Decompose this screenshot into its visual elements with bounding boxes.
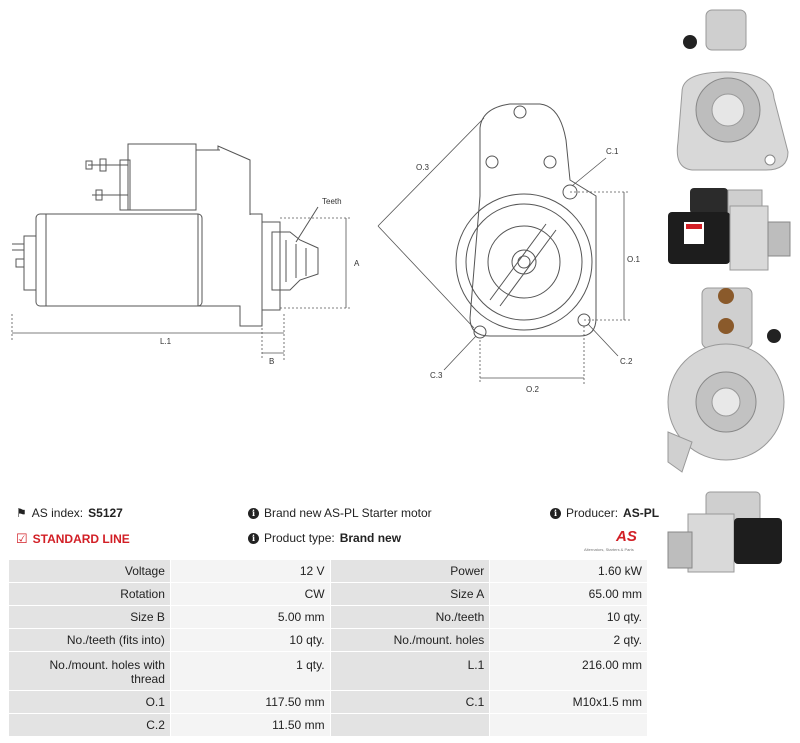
- photo-rear-view: [667, 287, 785, 473]
- producer-value: AS-PL: [623, 506, 660, 520]
- spec-value: [489, 713, 648, 737]
- spec-label: Voltage: [8, 559, 171, 583]
- photo-side-view: [668, 188, 791, 271]
- as-index-label: AS index:: [31, 506, 84, 520]
- table-row: No./mount. holes with thread 1 qty. L.1 …: [8, 651, 648, 691]
- product-type-label: Product type:: [264, 531, 335, 545]
- spec-label: O.1: [8, 690, 171, 714]
- producer-label: Producer:: [566, 506, 619, 520]
- spec-value: 12 V: [169, 559, 331, 583]
- info-icon: i: [550, 507, 561, 519]
- spec-value: 10 qty.: [169, 628, 331, 652]
- logo-tagline: Alternators, Starters & Parts: [584, 547, 634, 552]
- starter-diagram-svg: Teeth A B L.1 O.1 O.2 O.3 C.1 C.2 C.3: [11, 103, 640, 394]
- table-row: C.2 11.50 mm: [8, 713, 648, 737]
- solenoid-outline: [127, 143, 197, 211]
- spec-value: 11.50 mm: [169, 713, 331, 737]
- logo-text: AS: [615, 528, 637, 545]
- spec-value: 1.60 kW: [489, 559, 648, 583]
- label-a: A: [354, 259, 360, 268]
- info-icon: i: [248, 532, 259, 544]
- motor-body-outline: [35, 213, 203, 307]
- spec-label: No./mount. holes with thread: [8, 651, 171, 691]
- table-row: Rotation CW Size A 65.00 mm: [8, 582, 648, 606]
- spec-value: 117.50 mm: [169, 690, 331, 714]
- checkbox-icon: ☑: [16, 531, 28, 546]
- table-row: O.1 117.50 mm C.1 M10x1.5 mm: [8, 690, 648, 714]
- product-info: ⚑ AS index: S5127 ☑ STANDARD LINE i Bran…: [0, 500, 660, 560]
- spec-label-text: No./mount. holes with thread: [49, 658, 165, 686]
- label-l1: L.1: [160, 337, 172, 346]
- spec-label: No./teeth: [329, 605, 491, 629]
- product-type-value: Brand new: [339, 531, 402, 545]
- spec-label: Size A: [329, 582, 491, 606]
- photo-front-flange: [676, 9, 789, 171]
- product-type: i Product type: Brand new: [248, 531, 401, 545]
- pinion-outline: [271, 231, 319, 291]
- standard-line-label: STANDARD LINE: [32, 532, 130, 546]
- spec-label: [329, 713, 491, 737]
- producer: i Producer: AS-PL: [550, 506, 659, 520]
- spec-label: Size B: [8, 605, 171, 629]
- flange-outline: [469, 103, 597, 337]
- table-row: Size B 5.00 mm No./teeth 10 qty.: [8, 605, 648, 629]
- label-c3: C.3: [430, 371, 443, 380]
- spec-label: L.1: [329, 651, 491, 691]
- label-teeth: Teeth: [322, 197, 342, 206]
- label-o1: O.1: [627, 255, 640, 264]
- specs-table: Voltage 12 V Power 1.60 kW Rotation CW S…: [8, 559, 648, 737]
- spec-label: Power: [329, 559, 491, 583]
- info-icon: i: [248, 507, 259, 519]
- description-text: Brand new AS-PL Starter motor: [264, 506, 432, 520]
- spec-value: 5.00 mm: [169, 605, 331, 629]
- spec-label: Rotation: [8, 582, 171, 606]
- spec-value: 10 qty.: [489, 605, 648, 629]
- label-o3: O.3: [416, 163, 429, 172]
- label-c1: C.1: [606, 147, 619, 156]
- spec-value: 1 qty.: [169, 651, 331, 691]
- table-row: No./teeth (fits into) 10 qty. No./mount.…: [8, 628, 648, 652]
- label-b: B: [269, 357, 274, 366]
- standard-line: ☑ STANDARD LINE: [16, 531, 130, 547]
- as-index: ⚑ AS index: S5127: [16, 506, 123, 520]
- label-o2: O.2: [526, 385, 539, 394]
- as-index-value: S5127: [88, 506, 123, 520]
- tag-icon: ⚑: [16, 506, 27, 520]
- spec-value: 65.00 mm: [489, 582, 648, 606]
- spec-label: C.1: [329, 690, 491, 714]
- spec-value: CW: [169, 582, 331, 606]
- spec-value: 2 qty.: [489, 628, 648, 652]
- spec-value: M10x1.5 mm: [489, 690, 648, 714]
- spec-label: No./teeth (fits into): [8, 628, 171, 652]
- spec-value: 216.00 mm: [489, 651, 648, 691]
- spec-label: C.2: [8, 713, 171, 737]
- product-photos: [662, 0, 800, 590]
- as-pl-logo: AS Alternators, Starters & Parts: [584, 528, 637, 552]
- description: i Brand new AS-PL Starter motor: [248, 506, 432, 520]
- spec-label: No./mount. holes: [329, 628, 491, 652]
- photo-top-view: [667, 491, 782, 573]
- label-c2: C.2: [620, 357, 633, 366]
- technical-drawing: Teeth A B L.1 O.1 O.2 O.3 C.1 C.2 C.3: [11, 103, 640, 394]
- table-row: Voltage 12 V Power 1.60 kW: [8, 559, 648, 583]
